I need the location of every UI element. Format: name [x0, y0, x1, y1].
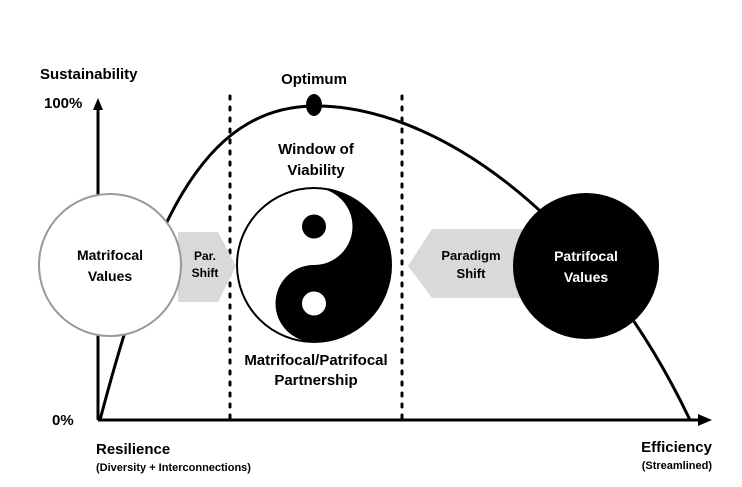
y-axis-arrowhead — [93, 98, 103, 110]
patrifocal-label: Patrifocal Values — [526, 246, 646, 288]
left-shift-arrow — [178, 232, 236, 302]
window-title-line2: Viability — [287, 162, 345, 179]
y-axis-min-label: 0% — [52, 412, 74, 429]
right-shift-line1: Paradigm — [441, 248, 501, 263]
x-axis-right-subtitle: (Streamlined) — [641, 460, 712, 472]
window-title-line1: Window of — [278, 141, 354, 158]
right-shift-label: Paradigm Shift — [426, 247, 516, 283]
yin-yang-icon — [236, 187, 392, 343]
matrifocal-node — [38, 193, 182, 337]
x-axis-left-title: Resilience — [96, 441, 171, 458]
partnership-label: Matrifocal/Patrifocal Partnership — [214, 351, 418, 391]
partnership-line2: Partnership — [274, 372, 358, 389]
patrifocal-line2: Values — [563, 269, 609, 285]
partnership-line1: Matrifocal/Patrifocal — [244, 352, 388, 369]
x-axis-arrowhead — [698, 414, 712, 426]
matrifocal-line1: Matrifocal — [76, 247, 144, 263]
patrifocal-node — [513, 193, 659, 339]
matrifocal-label: Matrifocal Values — [50, 245, 170, 287]
right-shift-line2: Shift — [456, 266, 486, 281]
matrifocal-line2: Values — [87, 268, 133, 284]
window-title: Window of Viability — [230, 139, 402, 181]
x-axis-left-subtitle: (Diversity + Interconnections) — [96, 462, 251, 474]
optimum-label: Optimum — [281, 71, 347, 88]
right-shift-arrow — [408, 229, 530, 298]
y-axis-max-label: 100% — [44, 95, 83, 112]
left-shift-line1: Par. — [193, 249, 217, 263]
y-axis-title: Sustainability — [40, 66, 138, 83]
patrifocal-line1: Patrifocal — [554, 248, 618, 264]
optimum-marker — [306, 94, 322, 116]
x-axis-right-title: Efficiency — [641, 439, 712, 456]
left-shift-label: Par. Shift — [180, 248, 230, 282]
left-shift-line2: Shift — [191, 266, 219, 280]
